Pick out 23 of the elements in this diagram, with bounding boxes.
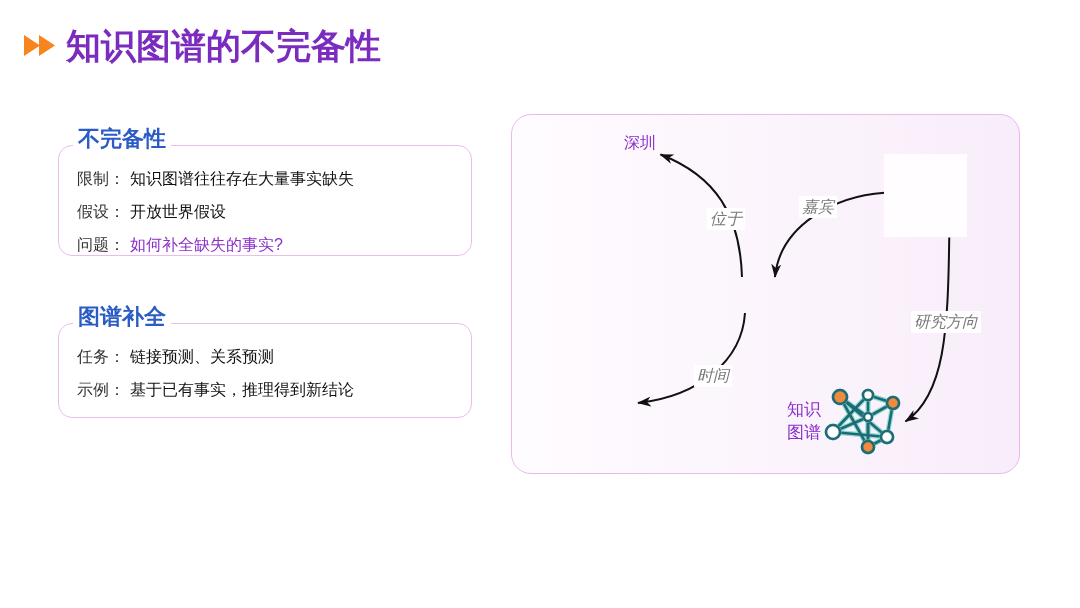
blank-block [884, 154, 967, 237]
edge-label: 嘉宾 [799, 196, 837, 218]
curved-arrow [659, 153, 743, 278]
field-value: 知识图谱往往存在大量事实缺失 [130, 168, 354, 189]
node-label: 知识图谱 [787, 399, 821, 444]
arrow-label: 时间 [694, 365, 732, 387]
field-label: 任务： [77, 346, 125, 367]
card-heading: 图谱补全 [73, 303, 171, 331]
card-heading: 不完备性 [73, 125, 171, 153]
field-value: 如何补全缺失的事实? [130, 234, 283, 255]
curved-arrow [904, 236, 951, 423]
field-label: 限制： [77, 168, 125, 189]
slide-title: 知识图谱的不完备性 [66, 25, 381, 67]
diagram-panel [511, 114, 1020, 474]
field-label: 问题： [77, 234, 125, 255]
edge-label: 研究方向 [911, 311, 981, 333]
place-label: 深圳 [624, 131, 660, 154]
field-label: 假设： [77, 201, 125, 222]
edge-label: 位于 [707, 208, 745, 230]
field-value: 基于已有事实，推理得到新结论 [130, 379, 354, 400]
field-value: 开放世界假设 [130, 201, 226, 222]
field-label: 示例： [77, 379, 125, 400]
field-value: 链接预测、关系预测 [130, 346, 274, 367]
